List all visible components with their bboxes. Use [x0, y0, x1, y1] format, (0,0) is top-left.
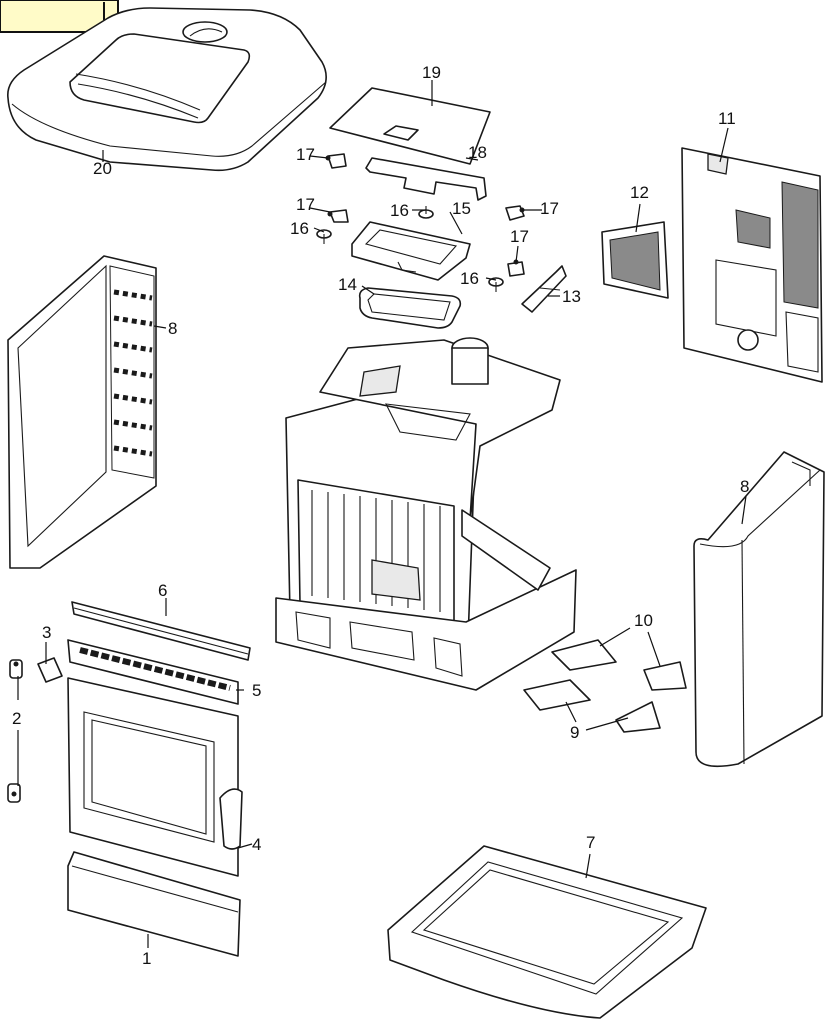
part-17-clips [325, 153, 525, 277]
callout-17-a: 17 [296, 145, 315, 164]
callout-5: 5 [252, 681, 261, 700]
part-1-ash-lip [67, 851, 241, 957]
part-19-plate [329, 87, 491, 165]
part-8-left-side-panel [7, 255, 157, 569]
callout-13: 13 [562, 287, 581, 306]
callout-17-c: 17 [540, 199, 559, 218]
callout-19: 19 [422, 63, 441, 82]
part-15-tray [351, 221, 471, 281]
callout-1: 1 [142, 949, 151, 968]
part-18-bracket [365, 157, 487, 201]
callout-10: 10 [634, 611, 653, 630]
callout-16-a: 16 [390, 201, 409, 220]
callout-8-right: 8 [740, 477, 749, 496]
callout-14: 14 [338, 275, 357, 294]
callout-16-c: 16 [460, 269, 479, 288]
main-chassis [275, 337, 577, 691]
callout-17-d: 17 [510, 227, 529, 246]
callout-6: 6 [158, 581, 167, 600]
part-16-knobs [316, 206, 504, 292]
part-9-10-baffles [523, 639, 687, 733]
part-5-vent-grille [67, 639, 239, 705]
part-11-back-panel [681, 147, 823, 383]
part-3-latch [37, 657, 63, 683]
callout-2: 2 [12, 709, 21, 728]
callout-12: 12 [630, 183, 649, 202]
leader-lines [17, 80, 747, 948]
part-20-top-cover [7, 7, 327, 172]
part-12-grille [601, 221, 669, 299]
callout-16-b: 16 [290, 219, 309, 238]
part-8-right-side-panel [693, 451, 825, 768]
callout-17-b: 17 [296, 195, 315, 214]
part-6-trim-rail [71, 601, 251, 661]
callout-7: 7 [586, 833, 595, 852]
callout-labels: 20 19 18 17 17 17 17 16 16 16 15 14 13 1… [12, 63, 749, 968]
callout-18: 18 [468, 143, 487, 162]
part-4-door [67, 677, 243, 877]
part-14-gasket [358, 287, 462, 329]
callout-8-left: 8 [168, 319, 177, 338]
callout-15: 15 [452, 199, 471, 218]
callout-20: 20 [93, 159, 112, 178]
callout-4: 4 [252, 835, 261, 854]
callout-11: 11 [718, 109, 736, 128]
part-13-bracket [521, 265, 567, 313]
callout-9: 9 [570, 723, 579, 742]
part-2-hinges [7, 659, 23, 803]
part-7-base-frame [387, 845, 707, 1019]
callout-3: 3 [42, 623, 51, 642]
